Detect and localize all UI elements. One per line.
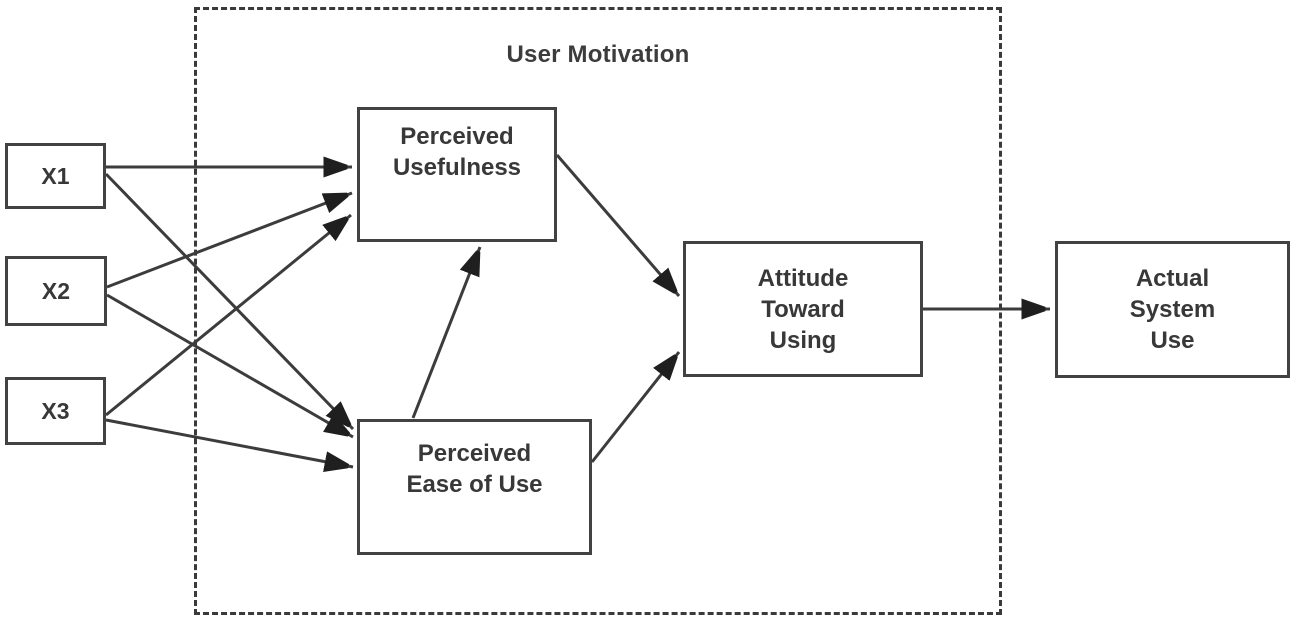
user-motivation-group-title: User Motivation [506,41,690,68]
node-x1: X1 [5,143,106,209]
node-perceived-usefulness: Perceived Usefulness [357,107,557,242]
node-attitude-toward-using: Attitude Toward Using [683,241,923,377]
node-actual-system-use: Actual System Use [1055,241,1290,378]
node-x3: X3 [5,377,106,445]
node-x2: X2 [5,256,107,326]
node-perceived-ease-of-use: Perceived Ease of Use [357,419,592,555]
